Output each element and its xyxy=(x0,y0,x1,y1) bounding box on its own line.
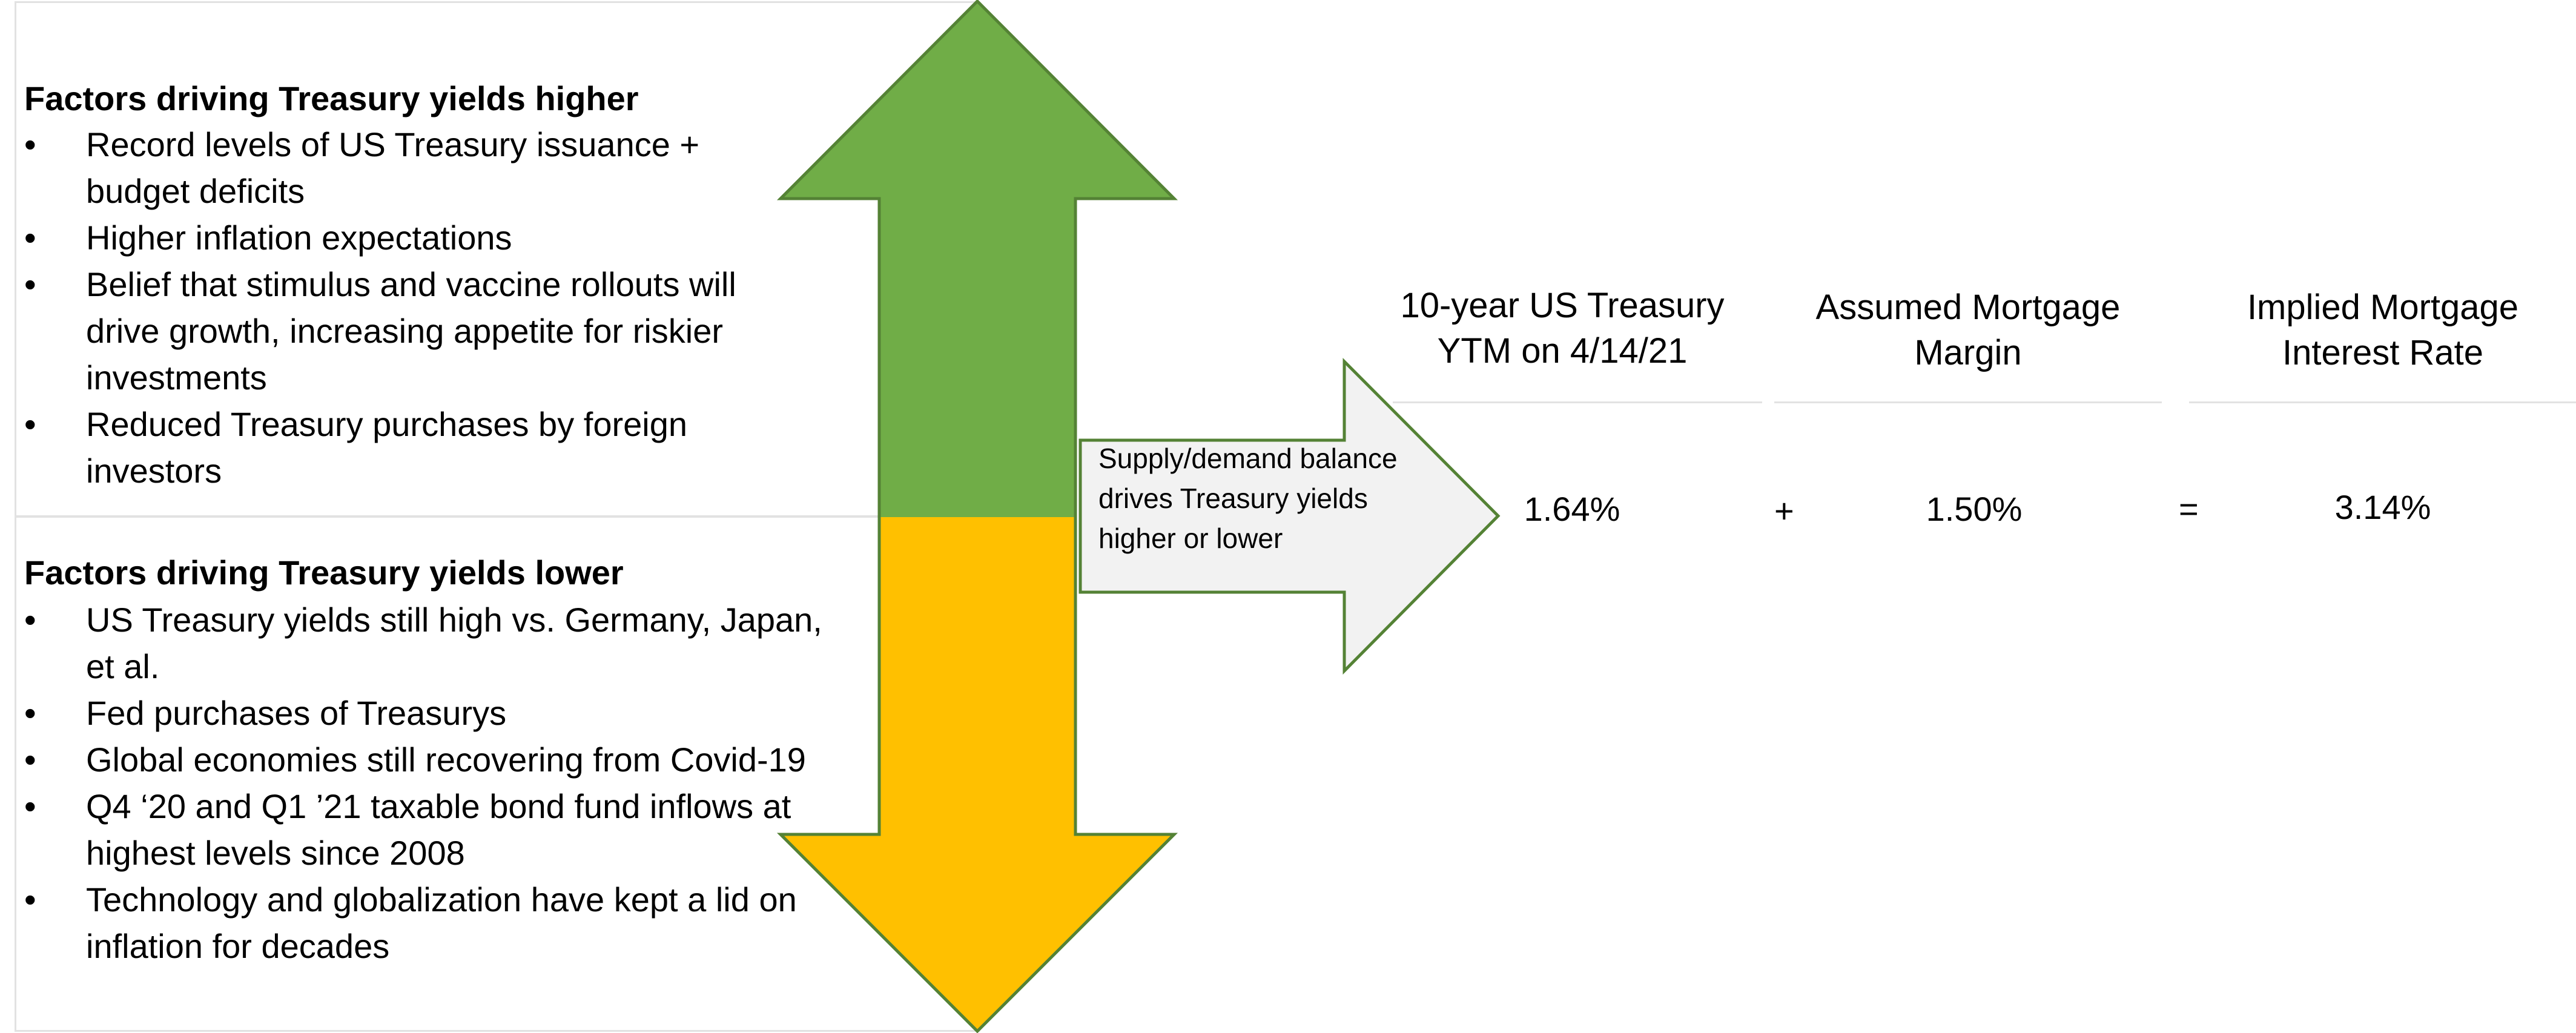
down-arrow xyxy=(781,517,1174,1031)
treasury-ytm-value: 1.64% xyxy=(1524,490,1620,528)
higher-factors-heading: Factors driving Treasury yields higher xyxy=(24,79,639,117)
list-item: US Treasury yields still high vs. German… xyxy=(24,596,860,690)
list-item: Record levels of US Treasury issuance + … xyxy=(24,121,775,214)
supply-demand-text: Supply/demand balance drives Treasury yi… xyxy=(1098,443,1398,554)
list-item: Fed purchases of Treasurys xyxy=(24,690,860,736)
mortgage-margin-header: Assumed Mortgage Margin xyxy=(1815,288,2121,372)
list-item: Higher inflation expectations xyxy=(24,214,775,261)
supply-demand-arrow xyxy=(1078,357,1501,675)
mortgage-margin-value: 1.50% xyxy=(1926,490,2023,528)
mortgage-margin-rule xyxy=(1774,401,2162,403)
higher-factors-list: Record levels of US Treasury issuance + … xyxy=(24,121,775,494)
treasury-ytm-rule xyxy=(1393,401,1762,403)
double-arrow-outline xyxy=(776,0,1178,1033)
plus-sign: + xyxy=(1774,492,1794,530)
implied-rate-rule xyxy=(2189,401,2576,403)
list-item: Q4 ‘20 and Q1 ’21 taxable bond fund infl… xyxy=(24,783,860,876)
list-item: Technology and globalization have kept a… xyxy=(24,876,860,969)
list-item: Reduced Treasury purchases by foreign in… xyxy=(24,401,775,494)
treasury-ytm-header: 10-year US Treasury YTM on 4/14/21 xyxy=(1400,286,1725,371)
list-item: Global economies still recovering from C… xyxy=(24,736,860,783)
lower-factors-heading: Factors driving Treasury yields lower xyxy=(24,553,624,592)
up-arrow xyxy=(781,1,1174,517)
implied-rate-value: 3.14% xyxy=(2334,488,2431,526)
implied-rate-header: Implied Mortgage Interest Rate xyxy=(2247,288,2519,372)
equals-sign: = xyxy=(2179,490,2199,528)
list-item: Belief that stimulus and vaccine rollout… xyxy=(24,261,775,401)
lower-factors-list: US Treasury yields still high vs. German… xyxy=(24,596,860,969)
